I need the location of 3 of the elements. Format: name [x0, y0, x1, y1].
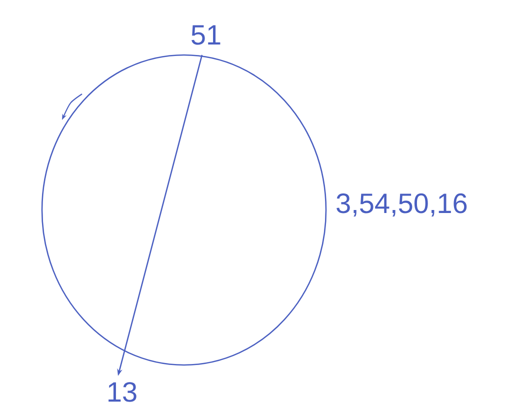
point-label: 51	[192, 25, 220, 45]
value-list: 3,54,50,16	[336, 193, 467, 217]
point-label: 13	[108, 382, 136, 402]
